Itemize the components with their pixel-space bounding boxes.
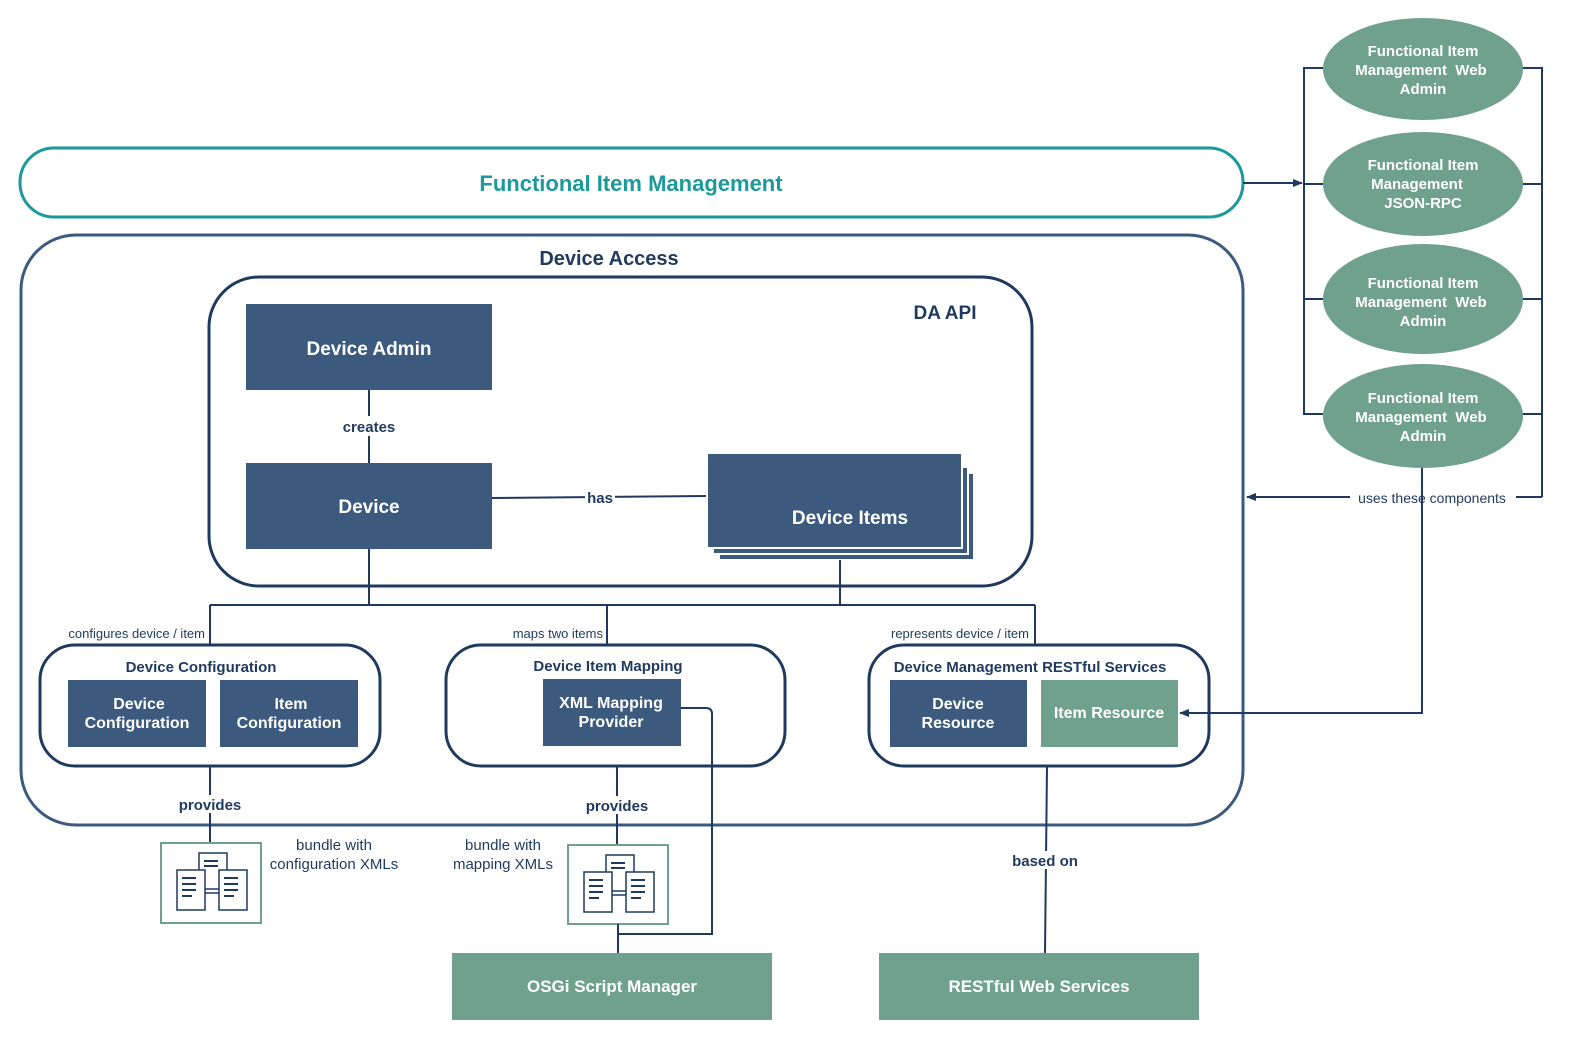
consumer-2[interactable]: Functional Item Management JSON-RPC xyxy=(1323,132,1523,236)
bundle-mapping-line1: bundle with xyxy=(465,837,541,854)
consumer-2-line2: Management xyxy=(1371,176,1463,193)
device-configuration-title: Device Configuration xyxy=(126,659,277,676)
consumer-4-line1: Functional Item xyxy=(1368,390,1479,407)
consumer-3-line1: Functional Item xyxy=(1368,275,1479,292)
device-resource-line2: Resource xyxy=(922,715,995,732)
bundle-mapping-icon xyxy=(567,844,669,925)
consumer-4-line2: Management Web xyxy=(1355,409,1486,426)
consumer-3-line3: Admin xyxy=(1400,313,1447,330)
consumer-4[interactable]: Functional Item Management Web Admin xyxy=(1323,364,1523,468)
da-api-container xyxy=(207,275,1034,588)
osgi-script-manager-box[interactable] xyxy=(452,953,772,1020)
provides-label-2: provides xyxy=(586,798,649,815)
consumer-1-line1: Functional Item xyxy=(1368,43,1479,60)
to-item-resource-edge xyxy=(1179,466,1423,717)
consumer-1[interactable]: Functional Item Management Web Admin xyxy=(1323,18,1523,120)
device-management-title: Device Management RESTful Services xyxy=(894,659,1167,676)
device-box[interactable] xyxy=(246,463,492,549)
item-configuration-box-line2: Configuration xyxy=(237,715,342,732)
osgi-script-manager-label: OSGi Script Manager xyxy=(527,977,697,996)
consumers-right-bracket xyxy=(1522,67,1543,497)
device-resource-box[interactable] xyxy=(890,680,1027,747)
consumer-1-line2: Management Web xyxy=(1355,62,1486,79)
bundle-config-line1: bundle with xyxy=(296,837,372,854)
xml-mapping-provider-box[interactable] xyxy=(543,679,681,746)
xml-mapping-provider-line2: Provider xyxy=(579,714,644,731)
bundle-mapping-line2: mapping XMLs xyxy=(453,856,553,873)
device-access-title: Device Access xyxy=(539,248,678,270)
based-on-label: based on xyxy=(1012,853,1078,870)
has-label-bg xyxy=(585,488,615,506)
mapping-to-osgi-edge xyxy=(617,707,713,935)
device-items-label: Device Items xyxy=(792,508,908,529)
creates-label-bg xyxy=(336,416,402,436)
creates-label: creates xyxy=(343,419,396,436)
da-api-title: DA API xyxy=(914,303,977,324)
device-configuration-box-line1: Device xyxy=(113,696,165,713)
consumer-3-line2: Management Web xyxy=(1355,294,1486,311)
device-admin-label: Device Admin xyxy=(307,339,432,360)
bundle-config-line2: configuration XMLs xyxy=(270,856,398,873)
provides-label-1: provides xyxy=(179,797,242,814)
provides-label-1-bg xyxy=(174,795,246,813)
consumer-1-line3: Admin xyxy=(1400,81,1447,98)
represents-label: represents device / item xyxy=(891,626,1029,641)
consumer-3[interactable]: Functional Item Management Web Admin xyxy=(1323,244,1523,354)
device-items-stack[interactable] xyxy=(706,452,975,561)
uses-label-bg xyxy=(1350,489,1516,507)
provides-label-2-bg xyxy=(581,796,653,814)
restful-web-services-box[interactable] xyxy=(879,953,1199,1020)
device-configuration-box[interactable] xyxy=(68,680,206,747)
bundle-config-icon xyxy=(160,842,262,924)
maps-label: maps two items xyxy=(513,626,604,641)
has-label: has xyxy=(587,490,613,507)
device-access-container xyxy=(19,233,1245,827)
item-resource-box[interactable] xyxy=(1041,680,1178,747)
fim-bar-title: Functional Item Management xyxy=(479,171,783,196)
restful-web-services-label: RESTful Web Services xyxy=(948,977,1129,996)
device-resource-line1: Device xyxy=(932,696,984,713)
uses-label: uses these components xyxy=(1358,490,1506,506)
consumer-4-line3: Admin xyxy=(1400,428,1447,445)
configures-label: configures device / item xyxy=(68,626,205,641)
item-resource-label: Item Resource xyxy=(1054,705,1164,722)
based-on-label-bg xyxy=(1007,851,1083,869)
consumer-2-line3: JSON-RPC xyxy=(1384,195,1462,212)
item-configuration-box-line1: Item xyxy=(275,696,308,713)
xml-mapping-provider-line1: XML Mapping xyxy=(559,695,663,712)
device-label: Device xyxy=(338,497,399,518)
device-item-mapping-title: Device Item Mapping xyxy=(533,658,682,675)
consumers-left-bracket xyxy=(1303,67,1323,415)
device-configuration-box-line2: Configuration xyxy=(85,715,190,732)
device-admin-box[interactable] xyxy=(246,304,492,390)
consumer-2-line1: Functional Item xyxy=(1368,157,1479,174)
item-configuration-box[interactable] xyxy=(220,680,358,747)
